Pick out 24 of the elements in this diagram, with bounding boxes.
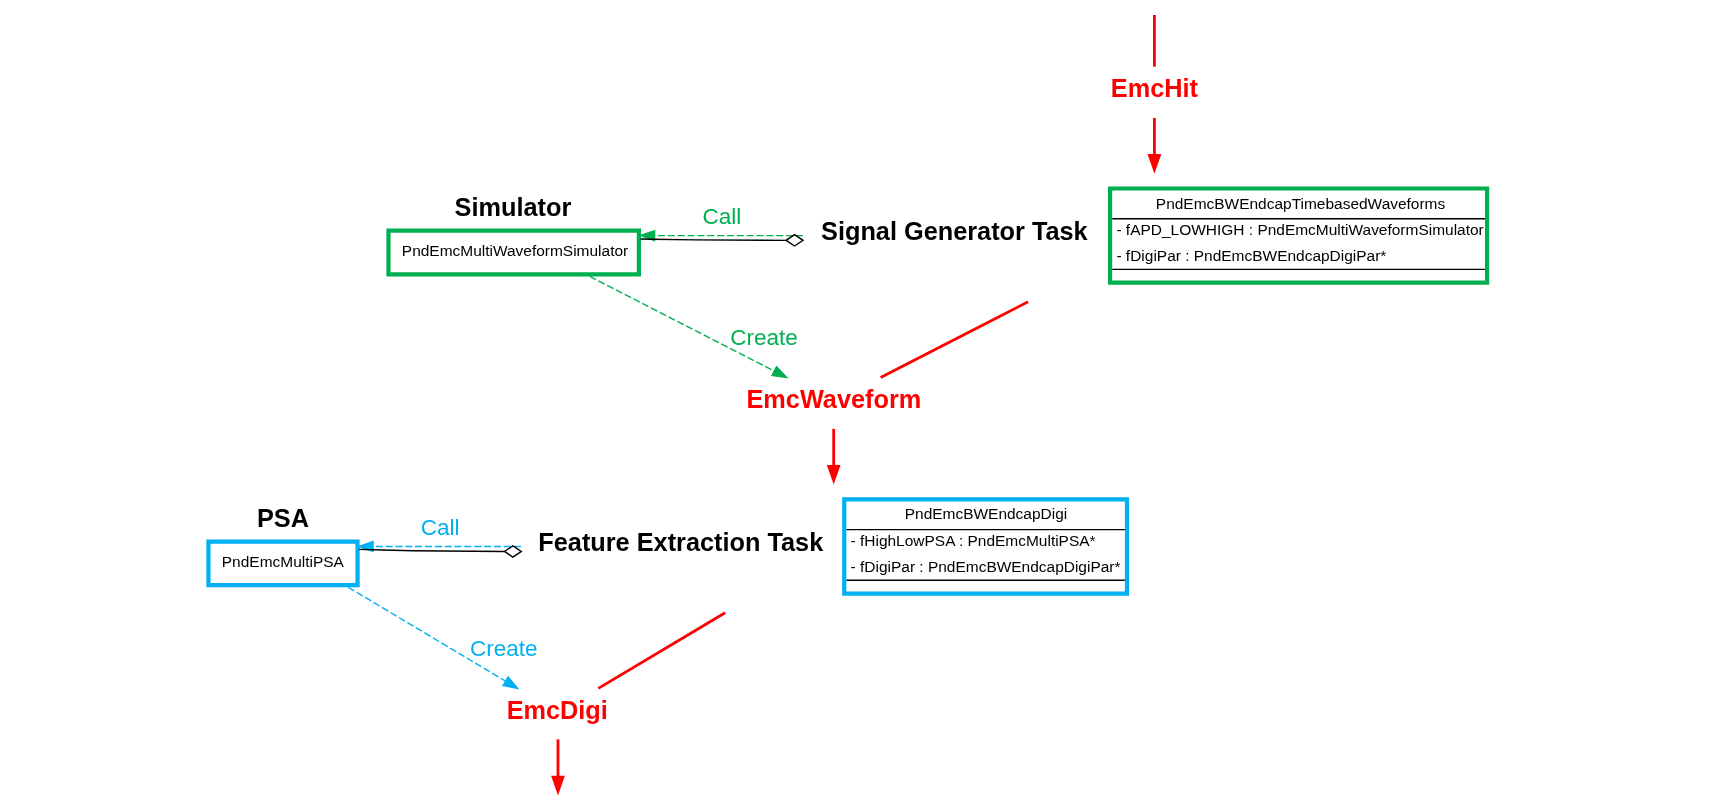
edge-label: Call [420,514,460,540]
arrow [1147,118,1162,174]
connector [639,233,805,247]
node-box: PndEmcMultiPSA [206,539,360,588]
arrow [347,586,520,690]
node-label: Simulator [454,193,572,222]
edge-label: Create [470,635,538,661]
arrow [551,739,565,796]
node-text: EmcWaveform [746,384,922,413]
arrow [356,540,522,553]
connector [879,300,1029,379]
node-label: Signal Generator Task [821,217,1088,246]
arrow [589,275,789,379]
edge-label: Call [702,204,742,230]
node-label: Feature Extraction Task [538,528,824,557]
edge-label: Create [730,325,798,351]
node-label: PSA [256,504,309,533]
connector [1153,14,1156,67]
connector [358,544,523,558]
node-text: EmcDigi [506,695,608,724]
arrow [826,428,841,485]
node-box: PndEmcMultiWaveformSimulator [386,228,641,277]
connector [597,611,726,690]
node-text: EmcHit [1110,73,1198,102]
